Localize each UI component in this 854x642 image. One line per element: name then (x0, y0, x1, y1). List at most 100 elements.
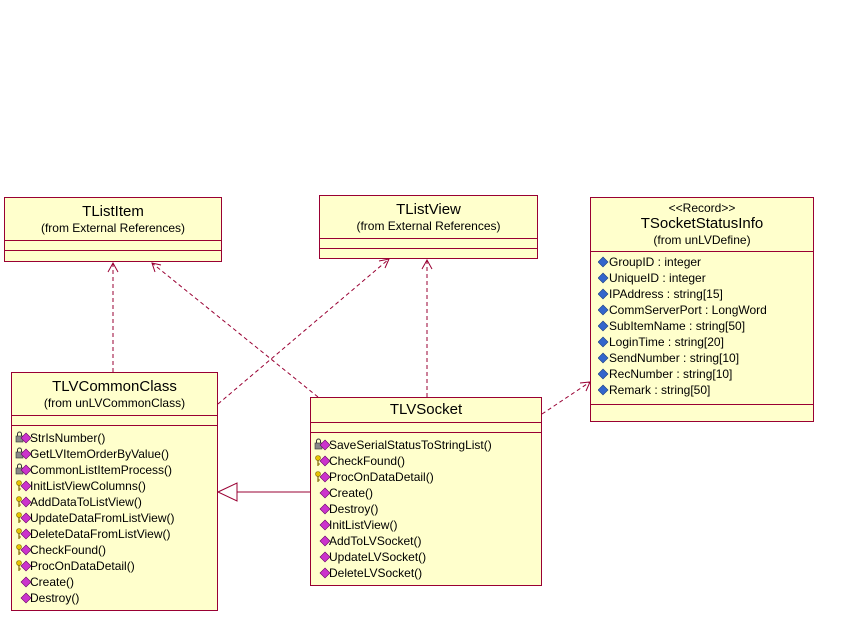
public-method-icon (314, 501, 332, 517)
private-method-icon (15, 430, 33, 446)
operation: Destroy() (314, 501, 541, 517)
operation: CheckFound() (314, 453, 541, 469)
protected-method-icon (15, 558, 33, 574)
public-method-icon (314, 485, 332, 501)
attribute: SubItemName : string[50] (598, 318, 813, 334)
operation: UpdateLVSocket() (314, 549, 541, 565)
operation-text: AddToLVSocket() (329, 534, 422, 548)
class-name: TListView (396, 201, 461, 218)
arrowhead-listview-from-socket (421, 258, 433, 270)
operation: GetLVItemOrderByValue() (15, 446, 217, 462)
public-method-icon (314, 517, 332, 533)
compartment-divider: SaveSerialStatusToStringList() CheckFoun… (311, 432, 541, 581)
protected-method-icon (314, 469, 332, 485)
class-package: (from unLVCommonClass) (43, 396, 186, 410)
attribute-icon (598, 286, 616, 302)
class-stereotype: <<Record>> (668, 201, 736, 215)
private-method-icon (15, 446, 33, 462)
class-package: (from External References) (40, 221, 186, 235)
operation: CheckFound() (15, 542, 217, 558)
compartment-divider (320, 248, 537, 249)
class-package: (from unLVDefine) (653, 233, 751, 247)
compartment-divider (311, 422, 541, 432)
class-name: TLVSocket (389, 401, 463, 418)
class-tlvcommonclass[interactable]: TLVCommonClass (from unLVCommonClass) St… (11, 372, 218, 611)
class-package: (from External References) (356, 219, 501, 233)
attribute-icon (598, 366, 616, 382)
operation-text: SaveSerialStatusToStringList() (329, 438, 492, 452)
operation: CommonListItemProcess() (15, 462, 217, 478)
class-name: TSocketStatusInfo (640, 215, 764, 232)
arrowhead-listview-from-commonclass (378, 258, 390, 269)
class-name: TListItem (82, 203, 144, 220)
attribute-text: CommServerPort : LongWord (609, 303, 767, 317)
class-tlistitem[interactable]: TListItem (from External References) (4, 197, 222, 262)
operation-text: AddDataToListView() (30, 495, 142, 509)
operation: DeleteDataFromListView() (15, 526, 217, 542)
protected-method-icon (15, 542, 33, 558)
protected-method-icon (15, 526, 33, 542)
operation-text: ProcOnDataDetail() (30, 559, 135, 573)
operation-text: UpdateLVSocket() (329, 550, 427, 564)
compartment-divider: GroupID : integer UniqueID : integer IPA… (591, 251, 813, 400)
attribute-icon (598, 302, 616, 318)
attribute: LoginTime : string[20] (598, 334, 813, 350)
operation: InitListView() (314, 517, 541, 533)
operation-text: CheckFound() (30, 543, 107, 557)
operation: Destroy() (15, 590, 217, 606)
attribute-icon (598, 318, 616, 334)
attribute-text: Remark : string[50] (609, 383, 711, 397)
public-method-icon (314, 533, 332, 549)
attribute-icon (598, 334, 616, 350)
compartment-divider (591, 404, 813, 405)
operation-text: DeleteLVSocket() (329, 566, 423, 580)
attribute-icon (598, 270, 616, 286)
dependency-socket-to-listitem (151, 262, 319, 398)
operation-text: InitListViewColumns() (30, 479, 146, 493)
operation-text: CheckFound() (329, 454, 406, 468)
attribute: GroupID : integer (598, 254, 813, 270)
attribute-icon (598, 254, 616, 270)
compartment-divider (12, 415, 217, 425)
public-method-icon (15, 590, 33, 606)
operation: StrIsNumber() (15, 430, 217, 446)
operation-text: ProcOnDataDetail() (329, 470, 434, 484)
class-tsocketstatusinfo[interactable]: <<Record>> TSocketStatusInfo (from unLVD… (590, 197, 814, 422)
protected-method-icon (15, 510, 33, 526)
attribute-icon (598, 350, 616, 366)
private-method-icon (314, 437, 332, 453)
operation-text: GetLVItemOrderByValue() (30, 447, 169, 461)
attribute: Remark : string[50] (598, 382, 813, 398)
dependency-commonclass-to-listview (217, 258, 390, 405)
attribute-text: SubItemName : string[50] (609, 319, 746, 333)
operation: ProcOnDataDetail() (15, 558, 217, 574)
operation-text: DeleteDataFromListView() (30, 527, 171, 541)
attribute: SendNumber : string[10] (598, 350, 813, 366)
attribute: CommServerPort : LongWord (598, 302, 813, 318)
public-method-icon (15, 574, 33, 590)
attribute-text: LoginTime : string[20] (609, 335, 724, 349)
operation: Create() (314, 485, 541, 501)
arrowhead-statusinfo-from-socket (579, 381, 591, 392)
operation-text: Create() (329, 486, 374, 500)
operation: SaveSerialStatusToStringList() (314, 437, 541, 453)
operation: ProcOnDataDetail() (314, 469, 541, 485)
attribute: IPAddress : string[15] (598, 286, 813, 302)
attribute-text: SendNumber : string[10] (609, 351, 740, 365)
attribute-text: UniqueID : integer (609, 271, 706, 285)
attribute: UniqueID : integer (598, 270, 813, 286)
operation-text: StrIsNumber() (30, 431, 106, 445)
class-tlvsocket[interactable]: TLVSocket SaveSerialStatusToStringList()… (310, 397, 542, 586)
operation: DeleteLVSocket() (314, 565, 541, 581)
operation-text: Destroy() (329, 502, 379, 516)
operation-text: InitListView() (329, 518, 398, 532)
arrowhead-listitem-from-commonclass (107, 261, 119, 273)
compartment-divider (5, 240, 221, 250)
protected-method-icon (15, 478, 33, 494)
operation: AddDataToListView() (15, 494, 217, 510)
attribute: RecNumber : string[10] (598, 366, 813, 382)
public-method-icon (314, 549, 332, 565)
private-method-icon (15, 462, 33, 478)
class-tlistview[interactable]: TListView (from External References) (319, 195, 538, 259)
